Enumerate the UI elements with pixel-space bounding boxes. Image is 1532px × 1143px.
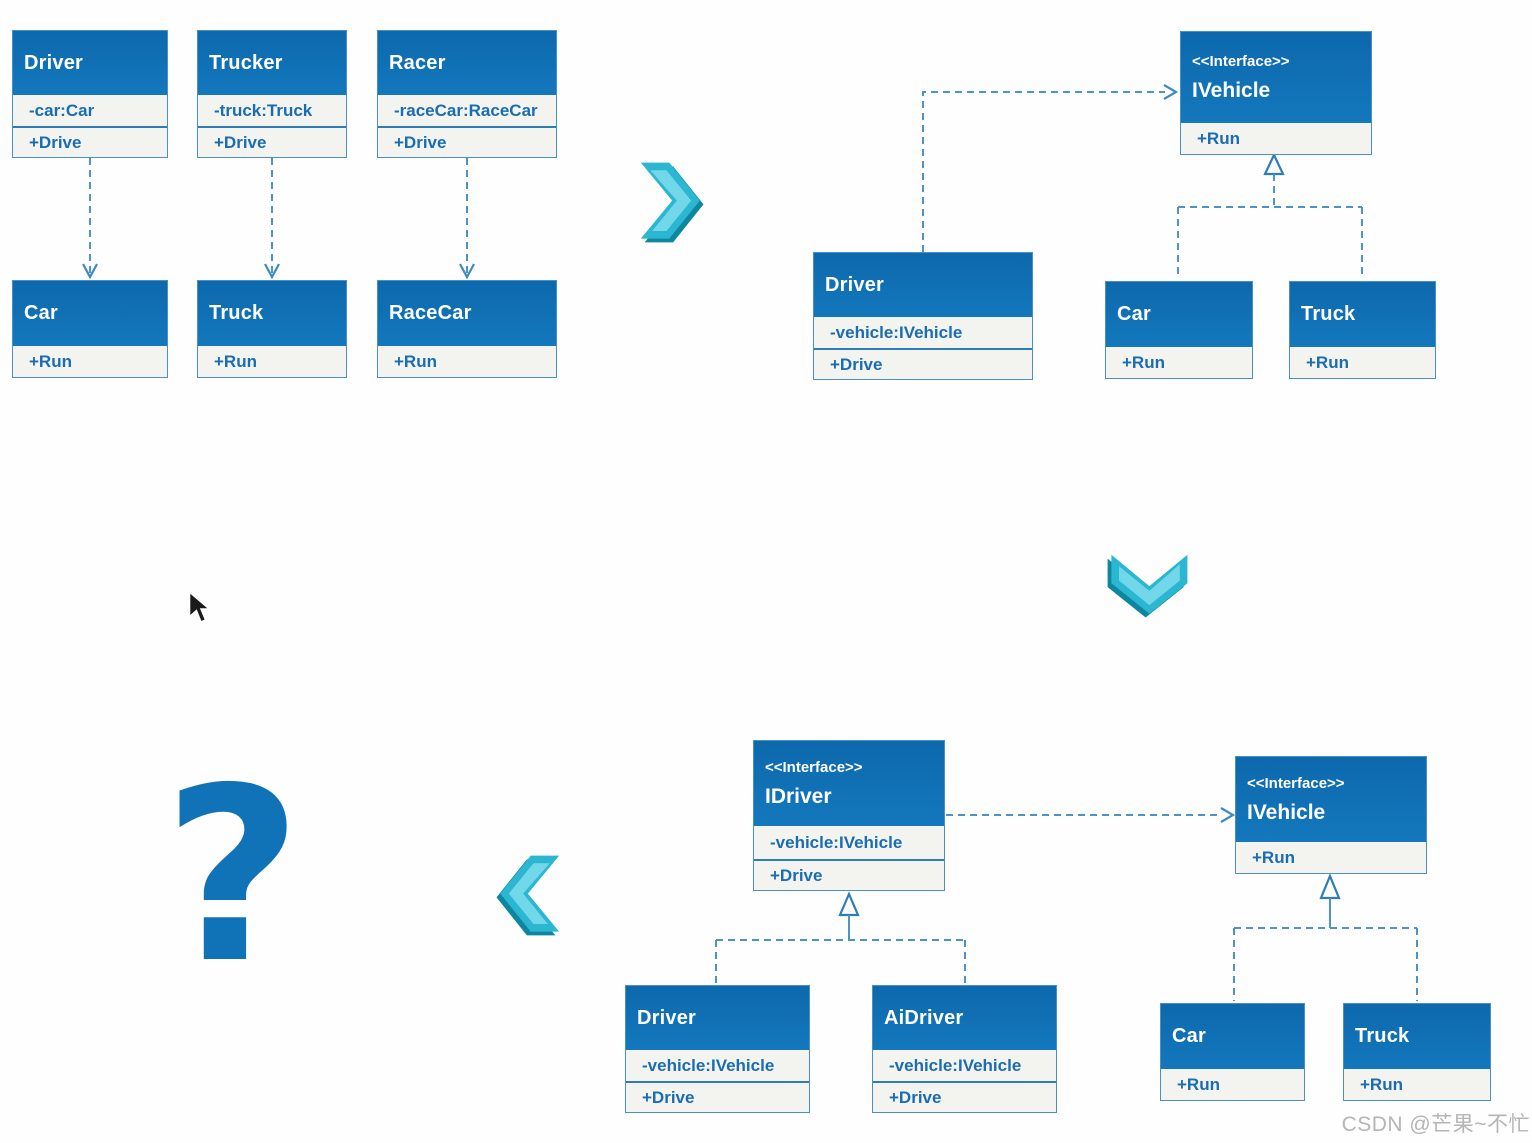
class-method: +Drive [378,126,556,157]
mouse-cursor-icon [188,592,212,624]
interface-header: <<Interface>> IVehicle [1181,32,1371,123]
class-title: Racer [378,31,556,95]
class-title: Truck [198,281,346,346]
class-attribute: -vehicle:IVehicle [770,832,903,852]
class-box-racer: Racer -raceCar:RaceCar +Drive [377,30,557,158]
realization-triangle-ivehicle [1263,152,1285,176]
chevron-right-icon [640,162,704,243]
class-box-car3: Car +Run [1160,1003,1305,1101]
interface-box-idriver: <<Interface>> IDriver -vehicle:IVehicle … [753,740,945,891]
class-method: +Run [1122,352,1165,372]
dependency-arrowhead [1163,84,1179,100]
chevron-left-icon [496,855,560,936]
dependency-arrowhead [264,263,280,280]
watermark: CSDN @芒果~不忙 [1341,1113,1530,1136]
class-method: +Drive [754,859,944,890]
class-method: +Drive [13,126,167,157]
class-method: +Run [394,351,437,371]
class-box-truck3: Truck +Run [1343,1003,1491,1101]
class-box-car2: Car +Run [1105,281,1253,379]
class-box-driver3: Driver -vehicle:IVehicle +Drive [625,985,810,1113]
interface-stereotype: <<Interface>> [1192,52,1290,70]
class-attribute: -car:Car [29,100,95,120]
class-title: Driver [626,986,809,1050]
interface-header: <<Interface>> IDriver [754,741,944,826]
class-title: AiDriver [873,986,1056,1050]
chevron-down-icon [1107,554,1188,618]
class-box-truck1: Truck +Run [197,280,347,378]
class-method: +Run [214,351,257,371]
realization-triangle-idriver [838,891,860,917]
class-method: +Run [1197,128,1240,148]
class-box-truck2: Truck +Run [1289,281,1436,379]
class-title: Truck [1344,1004,1490,1069]
class-attribute: -vehicle:IVehicle [830,322,963,342]
class-attribute: -vehicle:IVehicle [642,1055,775,1075]
class-title: Car [13,281,167,346]
interface-header: <<Interface>> IVehicle [1236,757,1426,842]
class-box-aidriver: AiDriver -vehicle:IVehicle +Drive [872,985,1057,1113]
class-method: +Run [1177,1074,1220,1094]
dependency-arrowhead [1220,807,1236,823]
class-title: Trucker [198,31,346,95]
realization-triangle-ivehicle2 [1319,873,1341,900]
interface-stereotype: <<Interface>> [1247,774,1345,792]
interface-title: IVehicle [1192,78,1271,102]
interface-box-ivehicle-top: <<Interface>> IVehicle +Run [1180,31,1372,155]
class-title: Truck [1290,282,1435,347]
interface-title: IVehicle [1247,800,1326,824]
interface-stereotype: <<Interface>> [765,758,863,776]
class-title: RaceCar [378,281,556,346]
class-box-racecar: RaceCar +Run [377,280,557,378]
class-method: +Drive [814,348,1032,379]
class-title: Driver [814,253,1032,317]
class-attribute: -vehicle:IVehicle [889,1055,1022,1075]
class-method: +Run [1252,847,1295,867]
class-title: Driver [13,31,167,95]
dependency-line-driver-ivehicle [922,91,1165,252]
class-box-driver2: Driver -vehicle:IVehicle +Drive [813,252,1033,380]
class-title: Car [1106,282,1252,347]
class-method: +Run [29,351,72,371]
dependency-arrowhead [459,263,475,280]
class-method: +Run [1306,352,1349,372]
class-box-car1: Car +Run [12,280,168,378]
class-method: +Drive [626,1081,809,1112]
class-method: +Run [1360,1074,1403,1094]
class-attribute: -raceCar:RaceCar [394,100,538,120]
class-method: +Drive [873,1081,1056,1112]
class-title: Car [1161,1004,1304,1069]
interface-title: IDriver [765,784,832,808]
interface-box-ivehicle-bottom: <<Interface>> IVehicle +Run [1235,756,1427,874]
question-mark: ? [163,736,303,1016]
dependency-arrowhead [82,263,98,280]
class-box-trucker: Trucker -truck:Truck +Drive [197,30,347,158]
class-box-driver1: Driver -car:Car +Drive [12,30,168,158]
class-method: +Drive [198,126,346,157]
class-attribute: -truck:Truck [214,100,313,120]
